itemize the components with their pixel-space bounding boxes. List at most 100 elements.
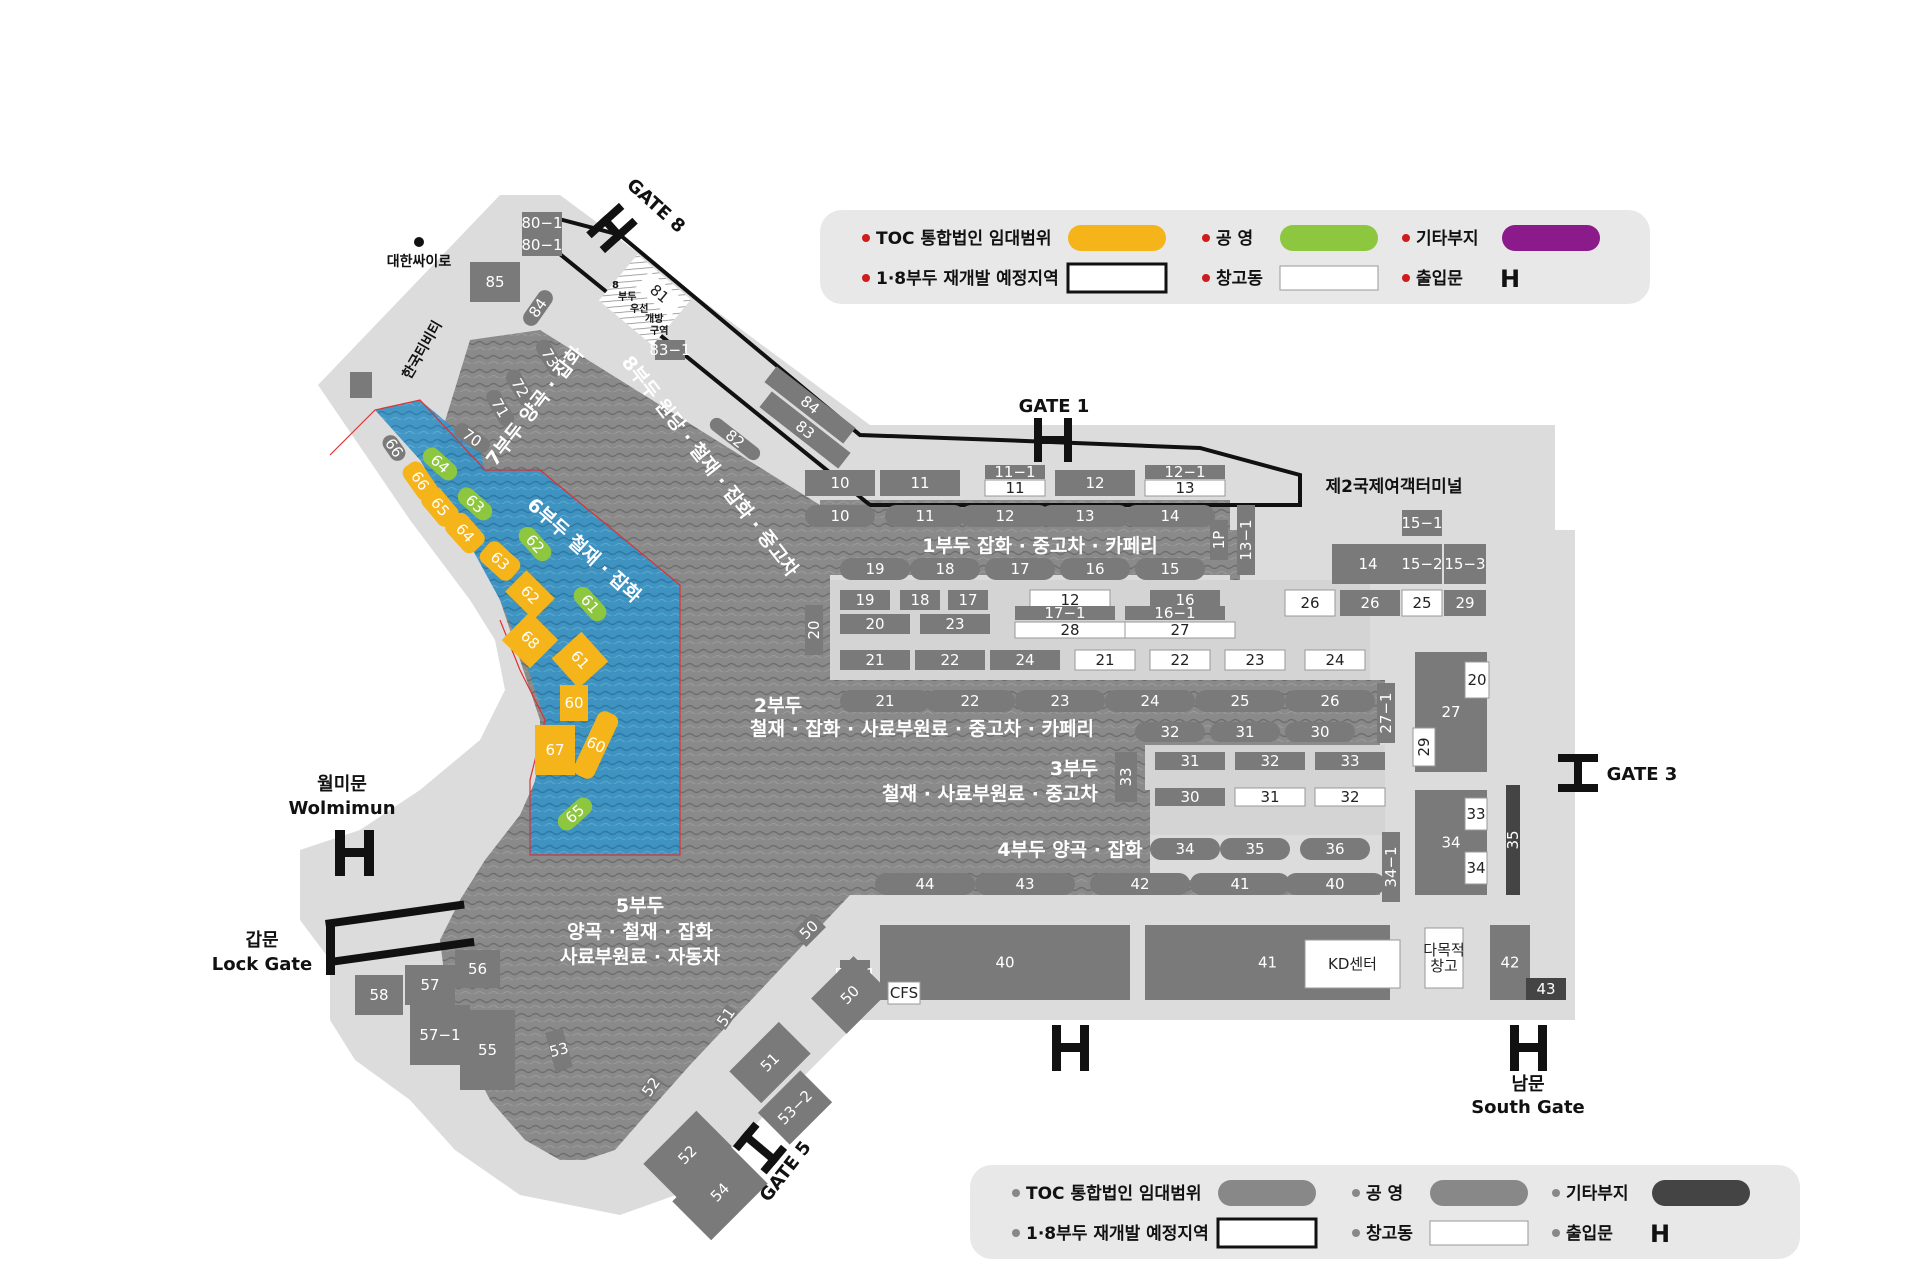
berth-b11b: 11: [984, 479, 1046, 497]
berth-e34b: 34: [1464, 851, 1488, 885]
berth-g54: 54: [672, 1144, 768, 1241]
wolmi-ko: 월미문: [317, 774, 367, 795]
berth-label-b12a: 12: [1085, 474, 1104, 492]
berth-label-u34: 34: [1175, 840, 1194, 858]
wolmi-en: Wolmimun: [288, 798, 395, 819]
legend-bottom-gate-symbol: H: [1650, 1220, 1670, 1248]
berth-label-f43: 43: [1536, 980, 1555, 998]
berth-y64: 64: [445, 512, 485, 554]
kd-center-line-0: KD센터: [1328, 955, 1377, 973]
berth-label-b19: 19: [865, 560, 884, 578]
berth-s32: 32: [1135, 722, 1205, 742]
legend-top-other: 기타부지: [1416, 229, 1479, 249]
berth-label-b13: 13: [1075, 507, 1094, 525]
zone-pier3-cargo: 철재 · 사료부원료 · 중고차: [882, 783, 1098, 805]
berth-label-w17_1: 17−1: [1044, 604, 1085, 622]
berth-q27_1: 27−1: [1377, 683, 1395, 743]
berth-label-e34b: 34: [1466, 859, 1485, 877]
berth-y62: 62: [505, 570, 555, 620]
berth-label-p15_1: 15−1: [1401, 514, 1442, 532]
berth-label-q22: 22: [960, 692, 979, 710]
redev81-text-3: 개방: [645, 312, 664, 325]
berth-g53_2: 53−2: [757, 1070, 833, 1145]
berth-g50b: 50: [811, 956, 889, 1034]
berth-v41: 41: [1190, 873, 1290, 895]
berth-label-n85: 85: [485, 273, 504, 291]
zone-pier5-cargo2: 사료부원료 · 자동차: [560, 946, 721, 968]
berth-p15_2: 15−2: [1401, 544, 1443, 584]
legend-bottom: TOC 통합법인 임대범위 공 영 기타부지 1·8부두 재개발 예정지역 창고…: [970, 1165, 1800, 1259]
berth-label-e20: 20: [1467, 671, 1486, 689]
berth-b10: 10: [805, 505, 875, 527]
berth-b12a: 12: [1055, 470, 1135, 496]
gate5-icon: [732, 1121, 788, 1175]
legend-bottom-warehouse-swatch: [1429, 1220, 1529, 1246]
berth-u36: 36: [1300, 838, 1370, 860]
kd-center: KD센터: [1304, 939, 1401, 989]
berth-w23: 23: [920, 614, 990, 634]
berth-q23: 23: [1015, 690, 1105, 712]
berth-n80_1b: 80−1: [521, 234, 563, 256]
berth-h58: 58: [355, 975, 403, 1015]
berth-y60b: 60: [573, 711, 619, 779]
berth-v44: 44: [875, 873, 975, 895]
berth-label-n83_1: 83−1: [649, 341, 690, 359]
berth-q25: 25: [1195, 690, 1285, 712]
legend-top-gate-symbol: H: [1500, 265, 1520, 293]
redev81-text-2: 우선: [630, 302, 648, 315]
berth-g52b: 52: [643, 1110, 732, 1200]
berth-b10a: 10: [805, 470, 875, 496]
gate4-icon: [1052, 1025, 1089, 1071]
berth-label-v42: 42: [1130, 875, 1149, 893]
berth-v40: 40: [1285, 873, 1385, 895]
berth-label-r23: 23: [1245, 651, 1264, 669]
legend-top: TOC 통합법인 임대범위 공 영 기타부지 1·8부두 재개발 예정지역 창고…: [820, 210, 1650, 304]
berth-label-y67: 67: [545, 741, 564, 759]
redevelop-outline: [537, 215, 1302, 507]
berth-label-b10: 10: [830, 507, 849, 525]
redev81-text-0: 8: [612, 280, 619, 291]
berth-b19: 19: [840, 558, 910, 580]
gate3-icon: [1558, 754, 1598, 792]
berth-g53: 53: [545, 1028, 573, 1072]
berth-label-b11_1: 11−1: [994, 463, 1035, 481]
berth-y67: 67: [535, 725, 575, 775]
berth-label-w18: 18: [910, 591, 929, 609]
berth-g64: 64: [422, 447, 458, 481]
legend-top-redevelop-swatch: [1066, 262, 1168, 294]
berth-label-w27: 27: [1170, 621, 1189, 639]
berth-t31b: 31: [1234, 787, 1306, 807]
berth-label-b12: 12: [995, 507, 1014, 525]
legend-top-public-swatch: [1280, 225, 1378, 251]
berth-label-f40: 40: [995, 954, 1014, 972]
berth-w20: 20: [840, 614, 910, 634]
terminal2-label: 제2국제여객터미널: [1326, 477, 1463, 497]
multi-warehouse-line-1: 창고: [1430, 957, 1458, 975]
berth-label-b10a: 10: [830, 474, 849, 492]
berth-label-w16: 16: [1175, 591, 1194, 609]
berth-label-w23: 23: [945, 615, 964, 633]
berth-e35: 35: [1504, 785, 1522, 895]
berth-q26: 26: [1285, 690, 1375, 712]
berth-label-u34_1: 34−1: [1382, 846, 1400, 887]
berth-p14: 14: [1332, 544, 1404, 584]
berth-label-e34: 34: [1441, 834, 1460, 852]
berth-label-b12_1: 12−1: [1164, 463, 1205, 481]
berth-p15_1: 15−1: [1401, 510, 1443, 536]
berth-label-r21: 21: [865, 651, 884, 669]
berth-v43: 43: [975, 873, 1075, 895]
south-ko: 남문: [1511, 1074, 1544, 1095]
hanguk-block: [350, 372, 372, 398]
berth-label-p25: 25: [1412, 594, 1431, 612]
berth-b12_1: 12−1: [1145, 463, 1225, 481]
berth-b15: 15: [1135, 558, 1205, 580]
berth-w16_1: 16−1: [1125, 604, 1225, 622]
zone-pier2-title: 2부두: [754, 695, 802, 717]
berth-u34: 34: [1150, 838, 1220, 860]
berth-label-h55: 55: [478, 1041, 497, 1059]
berth-b16: 16: [1060, 558, 1130, 580]
legend-bottom-public: 공 영: [1366, 1184, 1403, 1204]
berth-s30: 30: [1285, 722, 1355, 742]
berth-label-b1p: 1P: [1210, 531, 1228, 550]
